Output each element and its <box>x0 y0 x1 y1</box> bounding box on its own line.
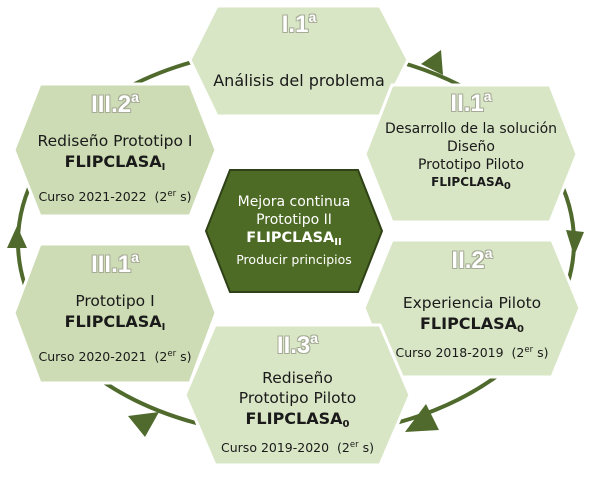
hexagon-ii1 <box>363 83 579 224</box>
ring-arrow-bottom-right <box>405 404 439 432</box>
node-ii1-brand: FLIPCLASA0 <box>431 175 511 192</box>
node-ii3-course: Curso 2019-2020 (2er s) <box>221 440 374 455</box>
hexagon-ii3 <box>183 323 412 467</box>
node-ii1-line3: Prototipo Piloto <box>417 157 525 173</box>
node-ii1: II.1a Desarrollo de la solución Diseño P… <box>365 89 577 195</box>
node-ii2: II.2a Experiencia Piloto FLIPCLASA0 Curs… <box>364 246 580 362</box>
hexagon-iii2 <box>12 82 218 218</box>
node-ii3-step: II.3a <box>276 330 319 359</box>
node-i1-title: Análisis del problema <box>213 71 385 90</box>
ring-arrow-bottom-left <box>128 412 159 437</box>
node-ii1-step: II.1a <box>450 88 492 117</box>
node-ii3: II.3a Rediseño Prototipo Piloto FLIPCLAS… <box>185 331 410 457</box>
node-ii3-brand: FLIPCLASA0 <box>245 409 350 430</box>
node-center-line1: Mejora continua <box>237 194 351 210</box>
node-ii1-line1: Desarrollo de la solución <box>384 121 558 137</box>
node-iii2-brand: FLIPCLASAI <box>64 152 166 173</box>
hexagon-iii1 <box>12 242 218 385</box>
node-center-line2: Prototipo II <box>256 212 332 228</box>
ring-arrow-top-right <box>421 50 443 75</box>
node-iii1-course: Curso 2020-2021 (2er s) <box>38 349 192 364</box>
node-ii2-brand: FLIPCLASA0 <box>420 314 524 335</box>
node-i1-step: I.1a <box>281 9 317 38</box>
node-center: Mejora continua Prototipo II FLIPCLASAII… <box>206 193 382 268</box>
node-i1: I.1a Análisis del problema <box>190 10 408 91</box>
node-ii3-line1: Rediseño <box>262 369 333 387</box>
hexagon-ii2 <box>362 238 582 379</box>
node-ii2-title: Experiencia Piloto <box>402 294 542 312</box>
node-center-brand: FLIPCLASAII <box>246 230 342 248</box>
node-ii3-line2: Prototipo Piloto <box>238 389 357 407</box>
node-iii2-course: Curso 2021-2022 (2er s) <box>38 189 192 204</box>
node-iii2-step: III.2a <box>91 89 139 118</box>
node-iii2-title: Rediseño Prototipo I <box>37 132 193 150</box>
node-iii1-step: III.1a <box>91 249 139 278</box>
node-iii1-brand: FLIPCLASAI <box>64 312 166 333</box>
node-center-line3: Producir principios <box>236 252 352 267</box>
node-iii1: III.1a Prototipo I FLIPCLASAI Curso 2020… <box>14 250 216 366</box>
node-ii2-course: Curso 2018-2019 (2er s) <box>395 345 549 360</box>
node-ii1-line2: Diseño <box>446 139 495 155</box>
hexagon-center <box>204 169 384 293</box>
ring-arrow-right <box>566 230 584 256</box>
node-ii2-step: II.2a <box>451 245 493 274</box>
ring-arrow-left <box>7 226 27 248</box>
node-iii1-title: Prototipo I <box>75 292 155 310</box>
node-iii2: III.2a Rediseño Prototipo I FLIPCLASAI C… <box>14 90 216 206</box>
